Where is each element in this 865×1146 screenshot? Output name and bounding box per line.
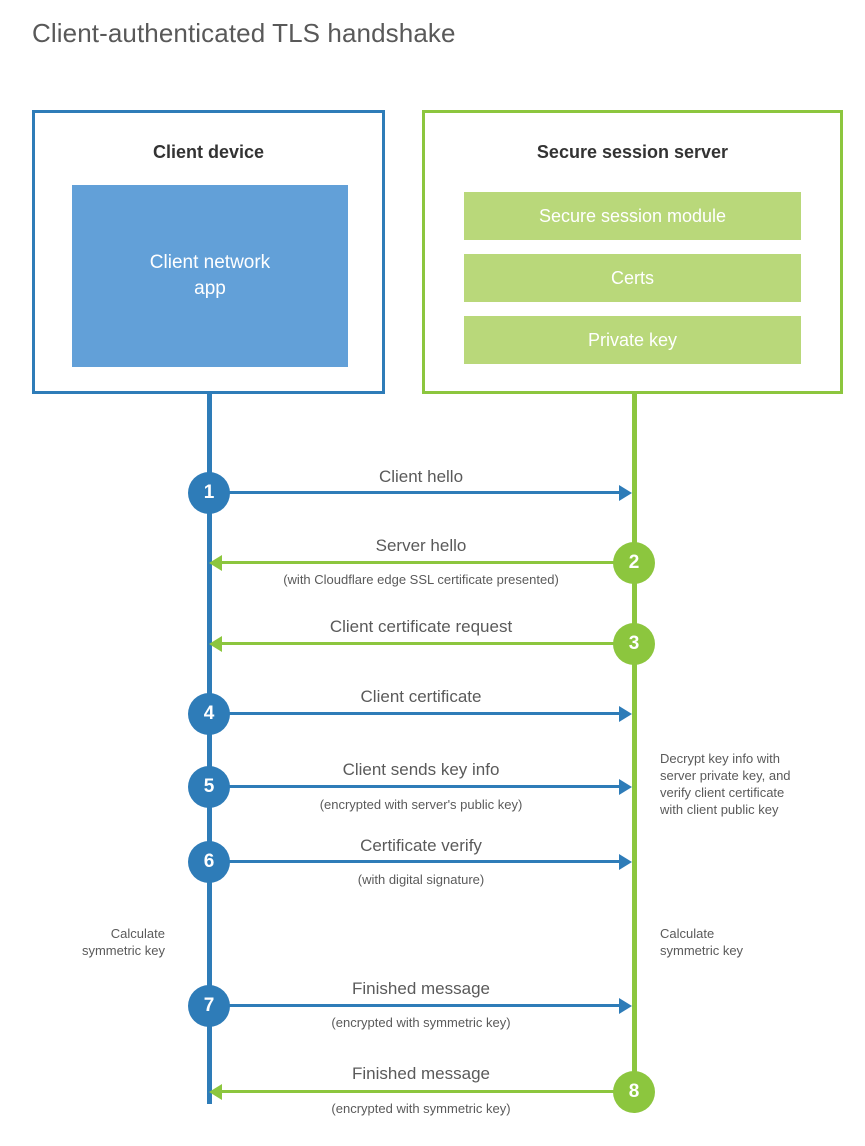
server-module-private-key: Private key xyxy=(464,316,801,364)
step-sublabel-6: (with digital signature) xyxy=(357,872,485,887)
arrow-head-step-3 xyxy=(209,636,222,652)
arrow-line-step-8 xyxy=(222,1090,632,1093)
step-sublabel-2: (with Cloudflare edge SSL certificate pr… xyxy=(283,572,559,587)
client-device-title: Client device xyxy=(152,142,265,162)
step-circle-6: 6 xyxy=(188,841,230,883)
step-circle-4: 4 xyxy=(188,693,230,735)
arrow-line-step-2 xyxy=(222,561,632,564)
step-label-1: Client hello xyxy=(378,467,464,486)
client-device-box: Client device Client network app xyxy=(32,110,385,394)
secure-session-server-title: Secure session server xyxy=(536,142,729,162)
step-label-8: Finished message xyxy=(352,1064,490,1083)
arrow-line-step-3 xyxy=(222,642,632,645)
secure-session-server-box: Secure session server Secure session mod… xyxy=(422,110,843,394)
server-lifeline xyxy=(632,393,637,1092)
page-title: Client-authenticated TLS handshake xyxy=(32,18,456,48)
arrow-head-step-8 xyxy=(209,1084,222,1100)
arrow-line-step-5 xyxy=(209,785,619,788)
step-label-6: Certificate verify xyxy=(360,836,482,855)
step-sublabel-8: (encrypted with symmetric key) xyxy=(331,1101,511,1116)
step-sublabel-5: (encrypted with server's public key) xyxy=(319,797,523,812)
arrow-line-step-1 xyxy=(209,491,619,494)
step-label-2: Server hello xyxy=(375,536,467,555)
step-circle-8: 8 xyxy=(613,1071,655,1113)
client-lifeline xyxy=(207,393,212,1104)
step-circle-1: 1 xyxy=(188,472,230,514)
step-sublabel-7: (encrypted with symmetric key) xyxy=(331,1015,511,1030)
step-circle-3: 3 xyxy=(613,623,655,665)
step-circle-7: 7 xyxy=(188,985,230,1027)
step-label-5: Client sends key info xyxy=(342,760,500,779)
arrow-head-step-6 xyxy=(619,854,632,870)
server-module-certs: Certs xyxy=(464,254,801,302)
arrow-head-step-7 xyxy=(619,998,632,1014)
step-circle-5: 5 xyxy=(188,766,230,808)
arrow-head-step-2 xyxy=(209,555,222,571)
arrow-head-step-1 xyxy=(619,485,632,501)
step-circle-2: 2 xyxy=(613,542,655,584)
step-label-4: Client certificate xyxy=(360,687,482,706)
annotation-server-decrypt: Decrypt key info with server private key… xyxy=(660,751,791,817)
annotation-server-calculate-symmetric-key: Calculate symmetric key xyxy=(660,926,744,958)
step-label-3: Client certificate request xyxy=(329,617,513,636)
arrow-line-step-6 xyxy=(209,860,619,863)
server-module-secure-session-module: Secure session module xyxy=(464,192,801,240)
annotation-client-calculate-symmetric-key: Calculate symmetric key xyxy=(81,926,165,958)
arrow-line-step-7 xyxy=(209,1004,619,1007)
arrow-head-step-4 xyxy=(619,706,632,722)
arrow-line-step-4 xyxy=(209,712,619,715)
arrow-head-step-5 xyxy=(619,779,632,795)
client-network-app-block: Client network app xyxy=(72,185,348,367)
step-label-7: Finished message xyxy=(352,979,490,998)
